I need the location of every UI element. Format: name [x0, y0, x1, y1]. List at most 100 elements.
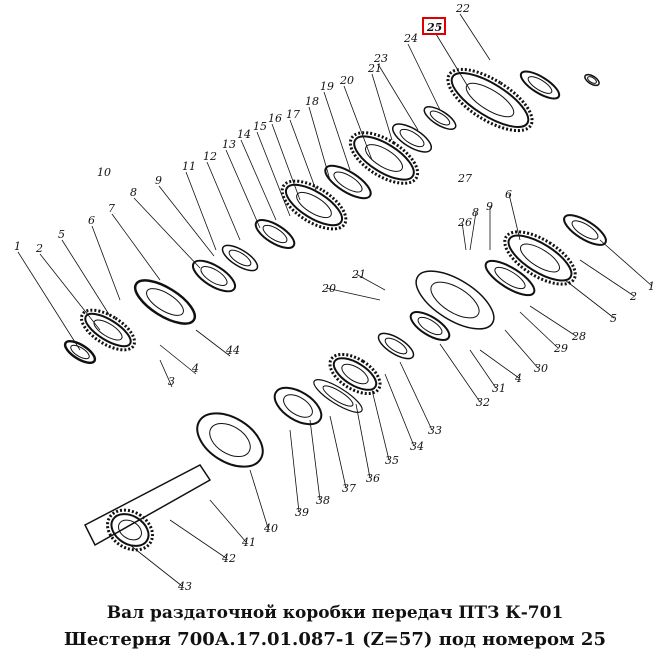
upper-label-22: 22 [455, 2, 470, 15]
caption-subtitle: Шестерня 700А.17.01.087-1 (Z=57) под ном… [64, 629, 606, 650]
lower-part-4 [313, 379, 363, 413]
lower-leader-2 [579, 259, 635, 297]
upper-label-6: 6 [88, 214, 95, 227]
upper-part-5-inner [228, 249, 252, 267]
lower-part-1-outer [110, 513, 150, 547]
lower-leader-28 [529, 305, 577, 337]
upper-part-12-outer [450, 72, 530, 128]
upper-label-17: 17 [286, 108, 300, 121]
upper-label-4: 4 [191, 362, 199, 375]
lower-label-31: 31 [492, 382, 506, 395]
lower-part-9-inner [494, 266, 526, 290]
lower-part-7-outer [409, 311, 451, 341]
upper-leader-20 [343, 85, 373, 161]
upper-label-23: 23 [373, 52, 388, 65]
lower-part-1 [106, 508, 154, 552]
upper-leader-3 [159, 359, 173, 388]
lower-part-2-outer [196, 412, 264, 468]
upper-part-7 [280, 179, 348, 231]
lower-part-8-inner [430, 281, 480, 319]
upper-part-10-outer [391, 123, 433, 153]
upper-label-16: 16 [268, 112, 282, 125]
upper-part-2-outer [84, 312, 132, 348]
lower-part-10-outer [507, 234, 573, 282]
upper-part-1-outer [63, 339, 97, 365]
lower-leader-33 [399, 361, 433, 431]
upper-part-8-inner [333, 171, 363, 193]
lower-part-7 [409, 311, 451, 341]
upper-part-4 [191, 259, 237, 293]
lower-label-27: 27 [457, 172, 472, 185]
upper-part-4-outer [191, 259, 237, 293]
lower-label-4: 4 [514, 372, 522, 385]
upper-leader-13 [225, 149, 261, 229]
upper-part-5 [221, 244, 259, 272]
lower-leader-6 [508, 193, 521, 241]
upper-label-2: 2 [35, 242, 43, 255]
highlight-label: 25 [426, 21, 442, 34]
lower-label-26: 26 [457, 216, 472, 229]
upper-part-6 [254, 219, 296, 249]
highlight-box [422, 17, 446, 35]
lower-leader-39 [289, 429, 300, 513]
upper-leader-7 [111, 213, 161, 281]
lower-leader-8 [469, 211, 477, 251]
lower-part-7-inner [417, 316, 443, 336]
lower-part-5-outer [332, 357, 378, 391]
lower-leader-35 [371, 389, 390, 461]
lower-leader-1 [599, 239, 653, 287]
upper-leader-15 [256, 131, 291, 217]
lower-part-6 [377, 332, 415, 360]
upper-label-44: 44 [225, 344, 240, 357]
lower-part-11 [563, 214, 607, 246]
lower-part-3 [273, 386, 323, 426]
upper-part-10-inner [399, 128, 425, 148]
upper-part-13-inner [527, 76, 553, 94]
upper-part-3 [133, 279, 197, 325]
upper-label-19: 19 [320, 80, 334, 93]
upper-part-6-outer [254, 219, 296, 249]
lower-part-9-outer [484, 259, 536, 297]
upper-label-10: 10 [97, 166, 111, 179]
upper-part-1 [63, 339, 97, 365]
lower-part-11-inner [571, 220, 599, 240]
lower-part-5-inner [341, 363, 369, 385]
lower-leader-21 [355, 273, 386, 291]
upper-part-11 [423, 106, 457, 130]
upper-part-10 [391, 123, 433, 153]
upper-part-12 [446, 67, 534, 133]
lower-label-30: 30 [534, 362, 548, 375]
lower-part-5-teeth [328, 352, 382, 396]
upper-part-14-outer [584, 73, 600, 87]
upper-part-7-inner [296, 191, 332, 219]
upper-label-12: 12 [203, 150, 217, 163]
lower-part-2-inner [209, 422, 251, 458]
upper-part-13 [519, 70, 561, 100]
lower-label-41: 41 [241, 536, 256, 549]
lower-part-10-inner [520, 243, 560, 273]
highlight-leader [435, 33, 471, 91]
upper-part-11-outer [423, 106, 457, 130]
upper-part-9-teeth [348, 131, 420, 185]
lower-leader-41 [209, 499, 247, 543]
lower-leader-42 [169, 519, 227, 559]
upper-part-2-inner [93, 319, 123, 341]
upper-part-3-outer [133, 279, 197, 325]
lower-label-8: 8 [472, 206, 479, 219]
upper-label-5: 5 [58, 228, 65, 241]
upper-leader-11 [185, 171, 217, 251]
lower-part-10 [503, 230, 577, 286]
upper-part-1-inner [70, 344, 90, 360]
shaft-end [83, 464, 212, 547]
lower-leader-31 [469, 349, 497, 389]
upper-leader-1 [17, 251, 81, 351]
upper-leader-17 [289, 119, 317, 191]
upper-label-1: 1 [14, 240, 21, 253]
upper-label-14: 14 [237, 128, 251, 141]
upper-part-13-outer [519, 70, 561, 100]
lower-part-11-outer [563, 214, 607, 246]
lower-part-9 [484, 259, 536, 297]
caption-title: Вал раздаточной коробки передач ПТЗ К-70… [106, 603, 564, 623]
upper-label-21: 21 [367, 62, 382, 75]
